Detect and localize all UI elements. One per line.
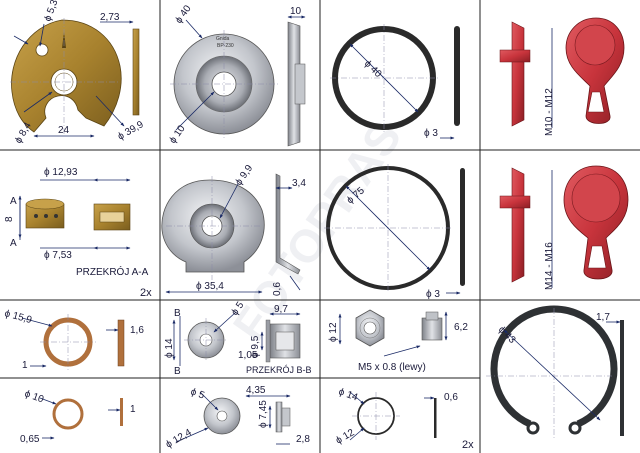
- dim-p11-width: ϕ 12: [328, 322, 339, 342]
- dim-p14-hole: ϕ 5: [189, 386, 206, 401]
- disc-brand-label: Gnida: [216, 36, 230, 42]
- part-bronze-plate: ϕ 5,3 2,73 ϕ 8,4 24 ϕ 39,9: [10, 0, 146, 146]
- part-steel-disc: Gnida BP-230 ϕ 40 10 ϕ 10: [167, 3, 306, 147]
- part-o-ring-75: ϕ 75 ϕ 3: [324, 164, 465, 300]
- qty-p5: 2x: [140, 287, 152, 299]
- dim-p15-outer: ϕ 14: [337, 386, 360, 403]
- dim-p1-width: 24: [58, 125, 70, 136]
- dim-p13-diameter: ϕ 10: [23, 388, 46, 405]
- disc-code-label: BP-230: [217, 43, 234, 49]
- dim-p13-thickness: 1: [130, 404, 136, 415]
- dim-p9-width: 1: [22, 360, 28, 371]
- dim-p2-thickness: 10: [290, 6, 302, 17]
- part-small-ring: ϕ 10 1 0,65: [20, 388, 136, 445]
- section-mark-b1: B: [174, 308, 181, 319]
- section-label-bb: PRZEKRÓJ B-B: [246, 365, 312, 375]
- section-label-aa: PRZEKRÓJ A-A: [76, 265, 149, 278]
- part-red-arm-m14: M14 - M16: [499, 165, 629, 290]
- part-copper-washer: ϕ 15,9 1,6 1: [3, 308, 144, 371]
- dim-p1-thickness: 2,73: [100, 12, 120, 23]
- dim-p1-hole: ϕ 5,3: [42, 0, 60, 23]
- dim-p9-thickness: 1,6: [130, 325, 144, 336]
- dim-p7-section: ϕ 3: [426, 289, 440, 300]
- dim-p10-collar: 1,05: [238, 350, 258, 361]
- dim-p8-thread: M14 - M16: [544, 242, 555, 290]
- part-o-ring-40: ϕ 40 ϕ 3: [330, 24, 460, 140]
- thread-label: M5 x 0.8 (lewy): [358, 362, 426, 373]
- section-mark-a1: A: [10, 196, 17, 207]
- dim-p14-thickness: 2,8: [296, 434, 310, 445]
- part-locknut: ϕ 12 6,2 M5 x 0.8 (lewy): [328, 309, 468, 373]
- dim-p6-diameter: ϕ 35,4: [196, 281, 224, 292]
- dim-p12-thickness: 1,7: [596, 312, 610, 323]
- dim-p14-outer: ϕ 12,4: [164, 427, 194, 451]
- part-steel-bushing: B B ϕ 5 9,7 ϕ 14 ϕ 9,5 1,05 PRZEKRÓJ B-B: [164, 300, 312, 377]
- dim-p11-height: 6,2: [454, 322, 468, 333]
- part-bronze-sleeve: ϕ 12,93 8 ϕ 7,53 A A PRZEKRÓJ A-A 2x: [4, 167, 152, 299]
- section-mark-b2: B: [174, 366, 181, 377]
- section-mark-a2: A: [10, 238, 17, 249]
- dim-p10-inner: ϕ 9,5: [250, 335, 261, 358]
- dim-p15-inner: ϕ 12: [334, 427, 357, 446]
- dim-p13-width: 0,65: [20, 434, 40, 445]
- dim-p2-diameter: ϕ 40: [173, 3, 193, 26]
- dim-p3-diameter: ϕ 40: [362, 58, 384, 80]
- dim-p5-inner: ϕ 7,53: [44, 250, 72, 261]
- part-circlip: ϕ 43 1,7: [486, 305, 624, 440]
- dim-p6-hole: ϕ 9,9: [233, 163, 255, 188]
- qty-p15: 2x: [462, 439, 474, 451]
- part-collar-washer: ϕ 5 4,35 ϕ 7,45 ϕ 12,4 2,8: [164, 385, 310, 451]
- dim-p2-bore: ϕ 10: [167, 123, 187, 146]
- dim-p9-diameter: ϕ 15,9: [3, 308, 33, 326]
- dim-p15-thickness: 0,6: [444, 392, 458, 403]
- dim-p10-outer: ϕ 14: [164, 338, 175, 358]
- part-spacer-ring: ϕ 14 0,6 ϕ 12 2x: [334, 386, 474, 451]
- part-steel-spring-plate: ϕ 9,9 3,4 ϕ 35,4 0,6: [161, 163, 306, 296]
- dim-p14-length: 4,35: [246, 385, 266, 396]
- dim-p6-depth: 3,4: [292, 178, 306, 189]
- dim-p4-thread: M10 - M12: [544, 88, 555, 136]
- dim-p6-thickness: 0,6: [272, 282, 283, 296]
- dim-p5-length: 8: [4, 216, 15, 222]
- dim-p10-length: 9,7: [274, 304, 288, 315]
- dim-p3-section: ϕ 3: [424, 128, 438, 139]
- dim-p14-collar: ϕ 7,45: [258, 400, 269, 428]
- dim-p5-outer: ϕ 12,93: [44, 167, 78, 178]
- part-red-arm-m10: M10 - M12: [499, 17, 625, 136]
